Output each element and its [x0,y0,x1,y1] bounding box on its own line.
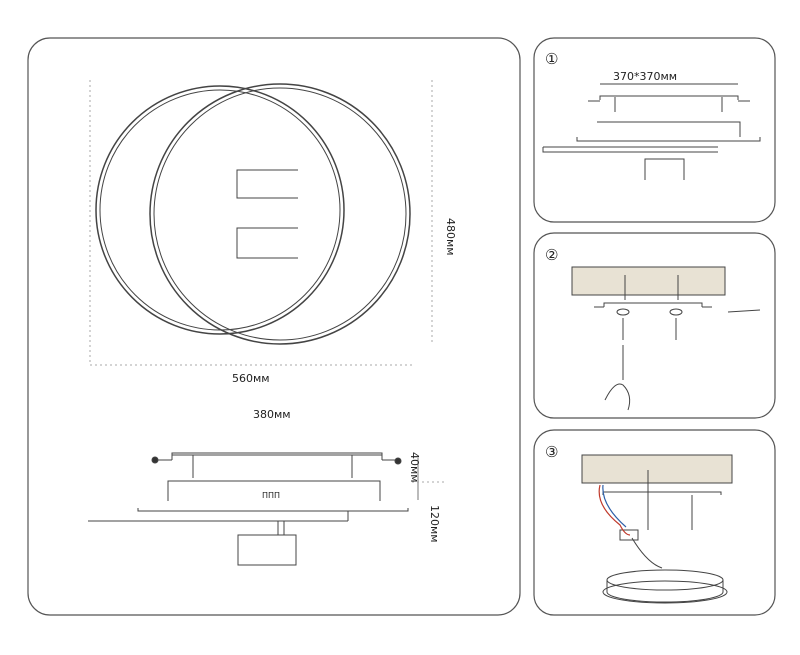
ring-right [149,83,411,345]
height-label: 480мм [444,218,457,256]
svg-text:ΠΠΠ: ΠΠΠ [262,491,280,500]
step-1-panel [533,37,776,223]
plate-width-label: 380мм [253,408,291,421]
step-1-dimension: 370*370мм [613,70,677,83]
total-height-label: 120мм [428,505,441,543]
ceiling-block [571,266,726,296]
main-panel [27,37,521,616]
step-2-panel [533,232,776,419]
front-view [89,80,433,366]
step-1-number: ① [545,50,558,68]
step-3-number: ③ [545,443,558,461]
ceiling-block [581,454,733,484]
width-label: 560мм [232,372,270,385]
ring-left [95,85,345,335]
step-3-panel [533,429,776,616]
side-view: ΠΠΠ [88,452,444,566]
plate-height-label: 40мм [408,452,421,483]
step-2-number: ② [545,246,558,264]
